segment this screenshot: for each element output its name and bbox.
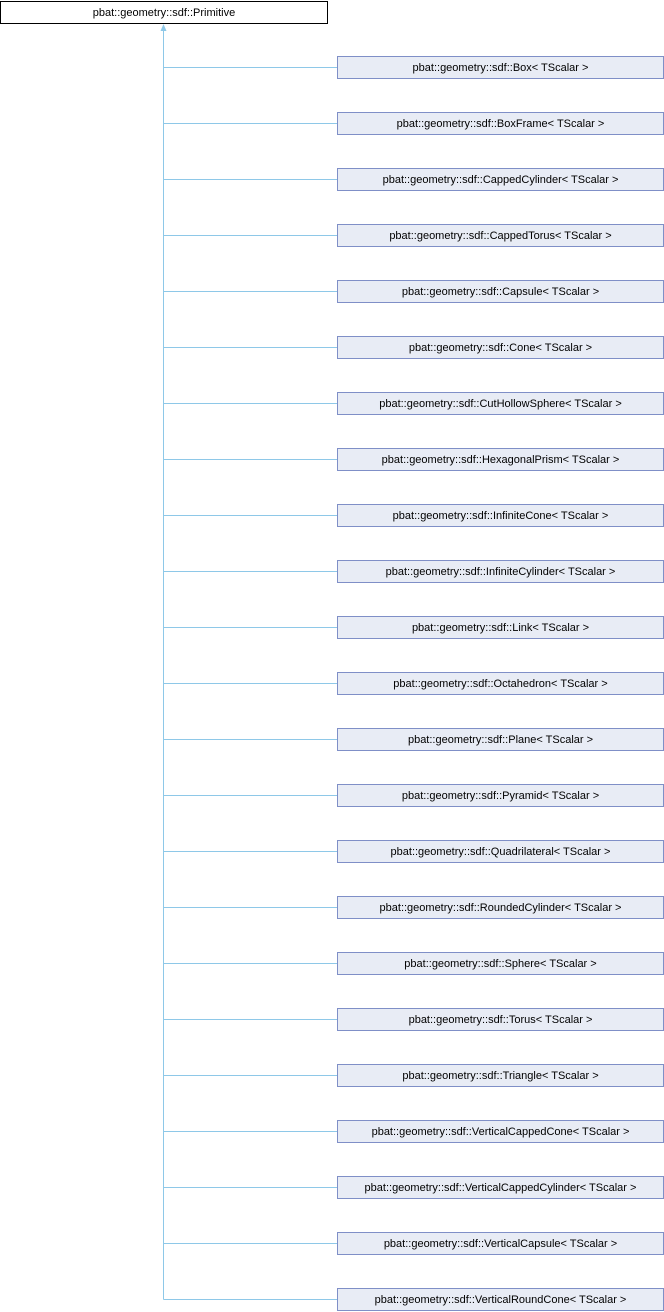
inheritance-arrow-icon: [160, 24, 167, 31]
derived-class-node[interactable]: pbat::geometry::sdf::Pyramid< TScalar >: [337, 784, 664, 807]
derived-class-node[interactable]: pbat::geometry::sdf::InfiniteCone< TScal…: [337, 504, 664, 527]
derived-class-node[interactable]: pbat::geometry::sdf::VerticalCappedCone<…: [337, 1120, 664, 1143]
derived-class-node[interactable]: pbat::geometry::sdf::InfiniteCylinder< T…: [337, 560, 664, 583]
derived-class-node[interactable]: pbat::geometry::sdf::Cone< TScalar >: [337, 336, 664, 359]
derived-class-node[interactable]: pbat::geometry::sdf::Sphere< TScalar >: [337, 952, 664, 975]
derived-class-node[interactable]: pbat::geometry::sdf::Plane< TScalar >: [337, 728, 664, 751]
derived-class-node[interactable]: pbat::geometry::sdf::VerticalCapsule< TS…: [337, 1232, 664, 1255]
derived-class-node[interactable]: pbat::geometry::sdf::CutHollowSphere< TS…: [337, 392, 664, 415]
derived-class-node[interactable]: pbat::geometry::sdf::BoxFrame< TScalar >: [337, 112, 664, 135]
derived-class-node[interactable]: pbat::geometry::sdf::CappedTorus< TScala…: [337, 224, 664, 247]
derived-class-node[interactable]: pbat::geometry::sdf::RoundedCylinder< TS…: [337, 896, 664, 919]
derived-class-node[interactable]: pbat::geometry::sdf::HexagonalPrism< TSc…: [337, 448, 664, 471]
derived-class-node[interactable]: pbat::geometry::sdf::VerticalRoundCone< …: [337, 1288, 664, 1311]
derived-class-node[interactable]: pbat::geometry::sdf::VerticalCappedCylin…: [337, 1176, 664, 1199]
derived-class-node[interactable]: pbat::geometry::sdf::Octahedron< TScalar…: [337, 672, 664, 695]
derived-class-node[interactable]: pbat::geometry::sdf::Torus< TScalar >: [337, 1008, 664, 1031]
derived-class-node[interactable]: pbat::geometry::sdf::Quadrilateral< TSca…: [337, 840, 664, 863]
base-class-node[interactable]: pbat::geometry::sdf::Primitive: [0, 1, 328, 24]
derived-class-node[interactable]: pbat::geometry::sdf::Box< TScalar >: [337, 56, 664, 79]
derived-class-node[interactable]: pbat::geometry::sdf::Capsule< TScalar >: [337, 280, 664, 303]
derived-class-node[interactable]: pbat::geometry::sdf::Link< TScalar >: [337, 616, 664, 639]
derived-class-node[interactable]: pbat::geometry::sdf::Triangle< TScalar >: [337, 1064, 664, 1087]
derived-class-node[interactable]: pbat::geometry::sdf::CappedCylinder< TSc…: [337, 168, 664, 191]
